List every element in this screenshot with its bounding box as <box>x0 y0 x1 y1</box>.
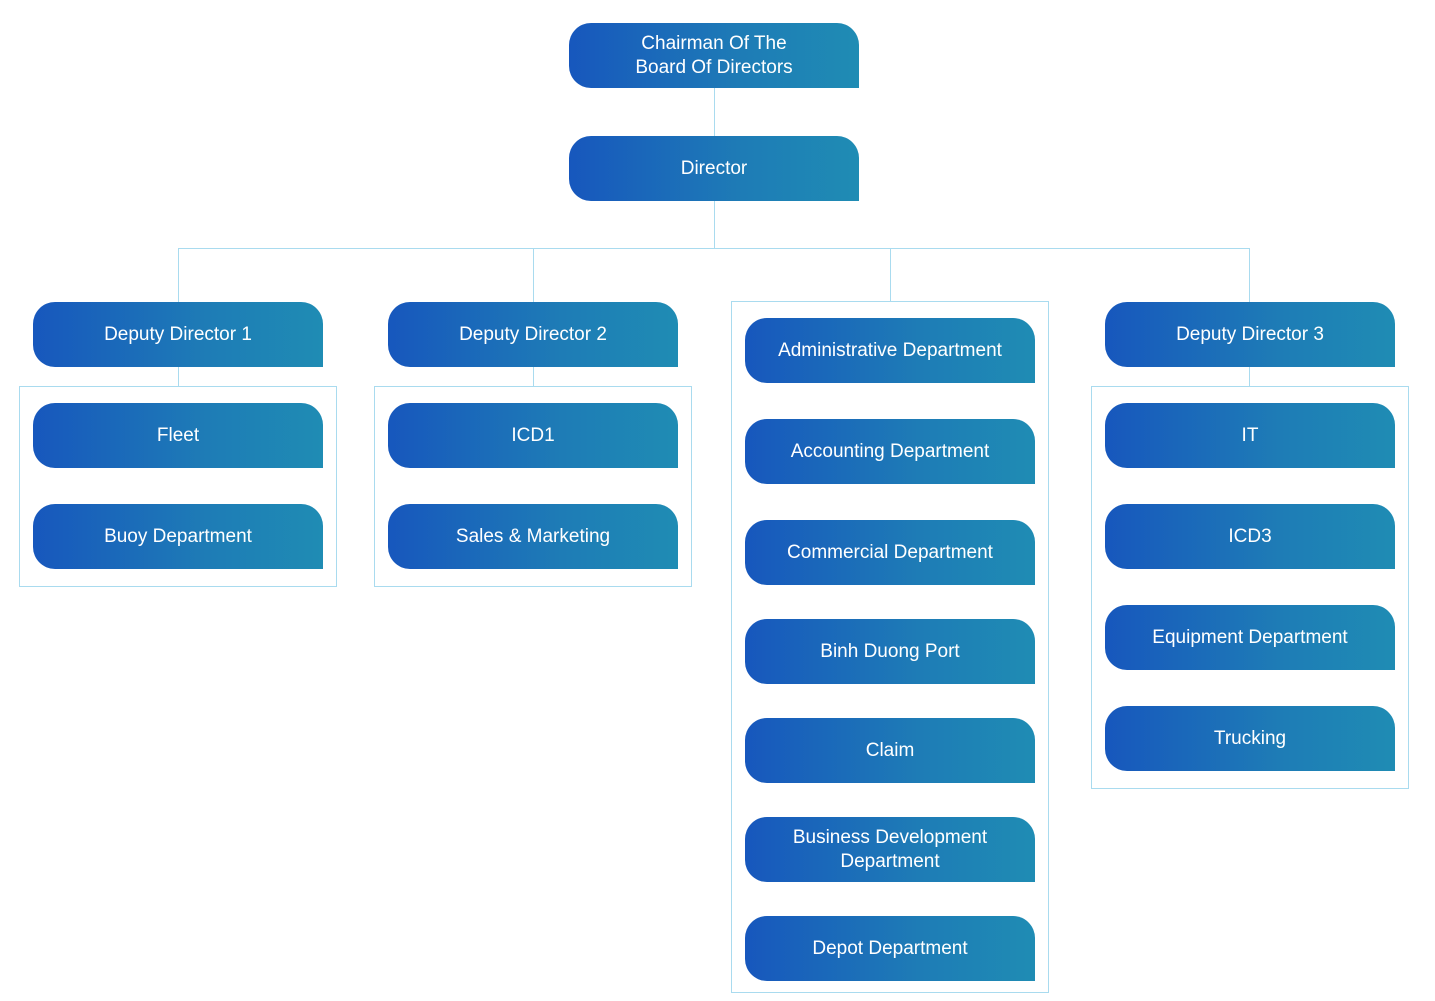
connector-bus-admin-group <box>890 248 891 301</box>
node-chairman-label: Chairman Of The Board Of Directors <box>635 32 793 78</box>
node-business-development-department: Business Development Department <box>745 817 1035 882</box>
connector-deputy-1-group <box>178 366 179 386</box>
node-commercial-department-label: Commercial Department <box>787 541 993 563</box>
node-equipment-department-label: Equipment Department <box>1152 626 1348 648</box>
connector-horizontal-bus <box>178 248 1250 249</box>
connector-bus-deputy-3 <box>1249 248 1250 302</box>
node-depot-department-label: Depot Department <box>812 937 968 959</box>
node-administrative-department-label: Administrative Department <box>778 339 1002 361</box>
node-it-label: IT <box>1241 424 1259 446</box>
node-binh-duong-port-label: Binh Duong Port <box>820 640 960 662</box>
node-director: Director <box>569 136 859 201</box>
node-accounting-department-label: Accounting Department <box>790 440 990 462</box>
node-claim-label: Claim <box>865 739 915 761</box>
node-accounting-department: Accounting Department <box>745 419 1035 484</box>
node-buoy-department-label: Buoy Department <box>104 525 252 547</box>
node-administrative-department: Administrative Department <box>745 318 1035 383</box>
node-icd1: ICD1 <box>388 403 678 468</box>
node-deputy-director-1-label: Deputy Director 1 <box>104 323 252 345</box>
node-claim: Claim <box>745 718 1035 783</box>
connector-chairman-director <box>714 87 715 136</box>
node-director-label: Director <box>680 157 748 179</box>
node-trucking: Trucking <box>1105 706 1395 771</box>
node-icd3: ICD3 <box>1105 504 1395 569</box>
node-deputy-director-2: Deputy Director 2 <box>388 302 678 367</box>
node-fleet: Fleet <box>33 403 323 468</box>
node-business-development-department-label: Business Development Department <box>792 826 988 872</box>
node-deputy-director-3: Deputy Director 3 <box>1105 302 1395 367</box>
node-trucking-label: Trucking <box>1213 727 1287 749</box>
connector-director-down <box>714 200 715 248</box>
node-buoy-department: Buoy Department <box>33 504 323 569</box>
node-sales-marketing-label: Sales & Marketing <box>455 525 611 547</box>
node-deputy-director-1: Deputy Director 1 <box>33 302 323 367</box>
connector-deputy-2-group <box>533 366 534 386</box>
node-icd1-label: ICD1 <box>511 424 555 446</box>
node-deputy-director-2-label: Deputy Director 2 <box>459 323 607 345</box>
node-deputy-director-3-label: Deputy Director 3 <box>1176 323 1324 345</box>
node-fleet-label: Fleet <box>156 424 200 446</box>
node-sales-marketing: Sales & Marketing <box>388 504 678 569</box>
node-equipment-department: Equipment Department <box>1105 605 1395 670</box>
node-commercial-department: Commercial Department <box>745 520 1035 585</box>
node-depot-department: Depot Department <box>745 916 1035 981</box>
node-chairman: Chairman Of The Board Of Directors <box>569 23 859 88</box>
node-it: IT <box>1105 403 1395 468</box>
connector-deputy-3-group <box>1249 366 1250 386</box>
node-icd3-label: ICD3 <box>1228 525 1272 547</box>
node-binh-duong-port: Binh Duong Port <box>745 619 1035 684</box>
connector-bus-deputy-2 <box>533 248 534 302</box>
connector-bus-deputy-1 <box>178 248 179 302</box>
